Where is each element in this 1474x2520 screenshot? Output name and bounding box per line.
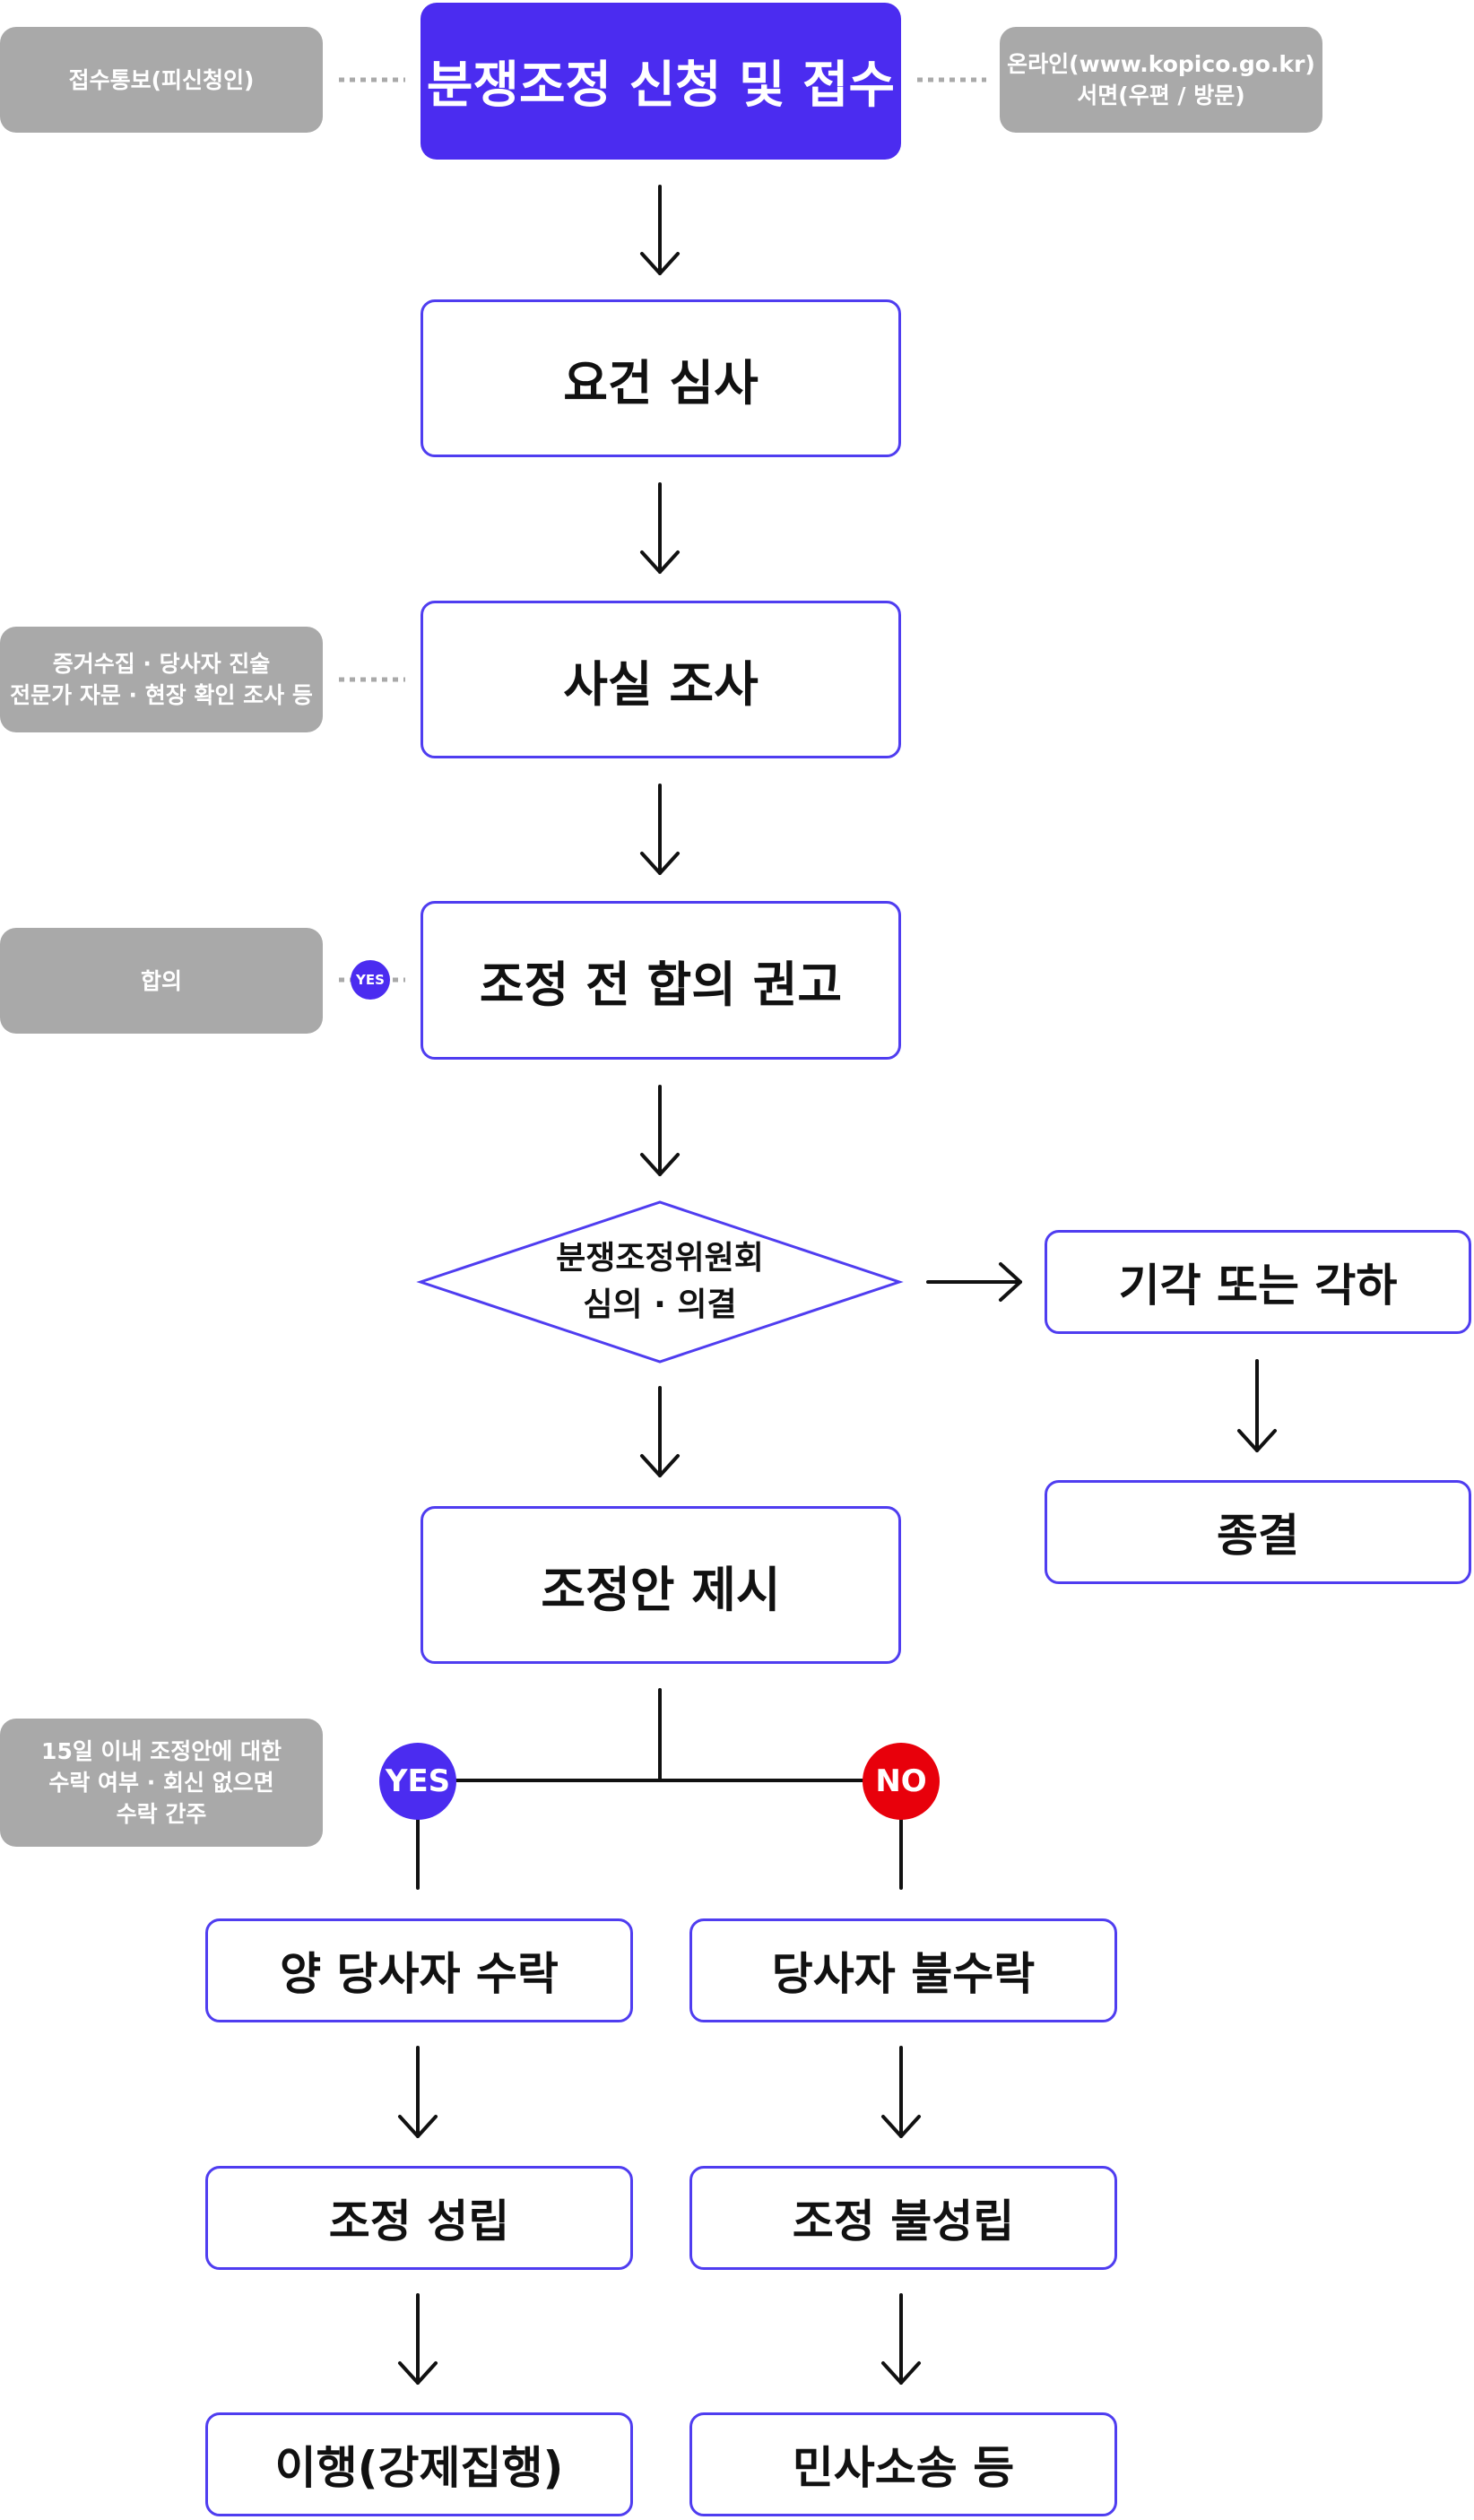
requirements-step: 요건 심사 <box>421 299 901 457</box>
pre-recommend-step-label: 조정 전 합의 권고 <box>479 957 843 1013</box>
arrow-reject-to-fail <box>881 2046 921 2138</box>
fail-step: 조정 불성립 <box>689 2166 1117 2270</box>
notify-note: 접수통보(피신청인) <box>0 27 323 133</box>
no-badge: NO <box>863 1743 940 1820</box>
yes-badge: YES <box>379 1743 456 1820</box>
yes-small-badge: YES <box>351 960 390 1000</box>
reject-step: 당사자 불수락 <box>689 1918 1117 2022</box>
close-step: 종결 <box>1045 1480 1471 1584</box>
deemed-line2: 수락 여부 · 회신 없으면 <box>48 1770 274 1796</box>
yes-badge-text: YES <box>385 1763 451 1799</box>
channel-note: 온라인(www.kopico.go.kr) 서면(우편 / 방문) <box>1000 27 1322 133</box>
fact-finding-step-label: 사실 조사 <box>563 655 759 713</box>
arrow-accept-to-success <box>398 2046 438 2138</box>
enforce-step: 이행(강제집행) <box>205 2412 633 2516</box>
dismiss-step-label: 기각 또는 각하 <box>1118 1260 1398 1312</box>
split-connector <box>416 1688 903 1890</box>
enforce-step-label: 이행(강제집행) <box>274 2442 564 2494</box>
deemed-accept-note: 15일 이내 조정안에 대한 수락 여부 · 회신 없으면 수락 간주 <box>0 1719 323 1847</box>
arrow-success-to-enforce <box>398 2293 438 2385</box>
evidence-note: 증거수집 · 당사자 진술 전문가 자문 · 현장 확인 조사 등 <box>0 627 323 732</box>
arrow-committee-to-dismiss <box>926 1262 1022 1302</box>
proposal-step: 조정안 제시 <box>421 1506 901 1664</box>
reject-step-label: 당사자 불수락 <box>771 1948 1036 2000</box>
no-badge-text: NO <box>875 1763 927 1799</box>
committee-line2: 심의 · 의결 <box>583 1286 737 1324</box>
close-step-label: 종결 <box>1217 1510 1299 1562</box>
accept-step: 양 당사자 수락 <box>205 1918 633 2022</box>
civil-step-label: 민사소송 등 <box>792 2442 1015 2494</box>
committee-decision-label: 분쟁조정위원회 심의 · 의결 <box>502 1235 818 1329</box>
arrow-apply-to-requirements <box>640 185 680 275</box>
accept-step-label: 양 당사자 수락 <box>280 1948 559 2000</box>
apply-step: 분쟁조정 신청 및 접수 <box>421 3 901 160</box>
committee-line1: 분쟁조정위원회 <box>556 1240 764 1277</box>
evidence-line2: 전문가 자문 · 현장 확인 조사 등 <box>10 682 313 708</box>
arrow-dismiss-to-close <box>1237 1359 1277 1452</box>
success-step-label: 조정 성립 <box>328 2195 510 2247</box>
yes-small-badge-text: YES <box>356 972 385 988</box>
arrow-fail-to-civil <box>881 2293 921 2385</box>
arrow-requirements-to-fact <box>640 482 680 574</box>
fail-step-label: 조정 불성립 <box>792 2195 1015 2247</box>
arrow-committee-to-proposal <box>640 1386 680 1477</box>
apply-step-label: 분쟁조정 신청 및 접수 <box>426 56 896 115</box>
evidence-line1: 증거수집 · 당사자 진술 <box>52 651 271 677</box>
proposal-step-label: 조정안 제시 <box>541 1561 781 1618</box>
channel-line1: 온라인(www.kopico.go.kr) <box>1007 51 1315 77</box>
success-step: 조정 성립 <box>205 2166 633 2270</box>
arrow-recommend-to-committee <box>640 1085 680 1176</box>
agree-note-text: 합의 <box>140 967 182 994</box>
dismiss-step: 기각 또는 각하 <box>1045 1230 1471 1334</box>
civil-step: 민사소송 등 <box>689 2412 1117 2516</box>
deemed-line3: 수락 간주 <box>116 1801 207 1827</box>
agree-note: 합의 <box>0 928 323 1034</box>
pre-recommend-step: 조정 전 합의 권고 <box>421 901 901 1060</box>
arrow-fact-to-recommend <box>640 784 680 875</box>
channel-line2: 서면(우편 / 방문) <box>1077 82 1245 108</box>
deemed-line1: 15일 이내 조정안에 대한 <box>41 1738 282 1764</box>
fact-finding-step: 사실 조사 <box>421 601 901 758</box>
decision-diamond <box>416 1200 904 1364</box>
requirements-step-label: 요건 심사 <box>563 354 759 411</box>
notify-note-text: 접수통보(피신청인) <box>68 66 255 93</box>
